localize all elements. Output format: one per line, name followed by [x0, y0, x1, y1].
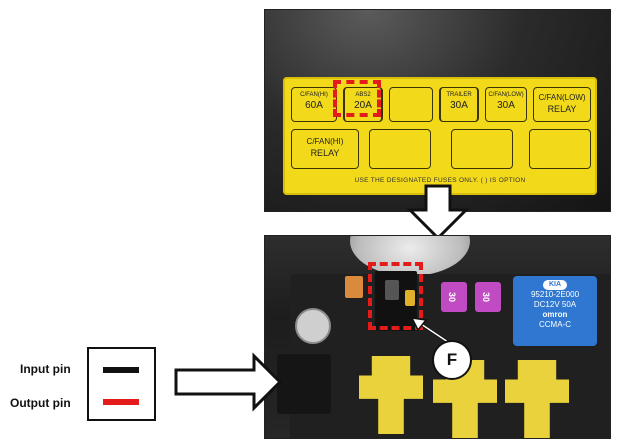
cell-big-text: RELAY: [310, 148, 340, 158]
cell-cfan-hi-relay: C/FAN(HI) RELAY: [291, 129, 359, 169]
relay-brand-logo: KIA: [542, 280, 568, 290]
cell-big-text: 60A: [305, 100, 323, 111]
cell-cfan-low-relay: C/FAN(LOW) RELAY: [533, 87, 591, 122]
callout-letter: F: [432, 340, 472, 380]
cell-empty: [369, 129, 431, 169]
down-arrow-icon: [406, 184, 470, 240]
cell-empty: [389, 87, 433, 122]
cell-abs2: ABS2 20A: [343, 87, 383, 122]
cell-small-text: ABS2: [355, 92, 371, 98]
input-pin-swatch: [103, 367, 139, 373]
cell-big-text: RELAY: [547, 104, 577, 114]
plate-note: USE THE DESIGNATED FUSES ONLY. ( ) IS OP…: [354, 177, 526, 184]
right-arrow-icon: [174, 352, 283, 412]
cell-small-text: C/FAN(LOW): [488, 92, 524, 98]
relay-rating: DC12V 50A: [533, 300, 577, 309]
cell-small-text: C/FAN(LOW): [538, 93, 586, 102]
fuse-pin-black: [385, 280, 399, 300]
small-fuse: [345, 276, 363, 298]
relay-maker: omron: [542, 310, 568, 319]
fuse-box-photo: 30 30 KIA 95210-2E000 DC12V 50A omron CC…: [264, 235, 611, 439]
abs2-highlight-box: [333, 80, 381, 117]
fuse-slot-highlight-box: [368, 262, 423, 330]
output-pin-swatch: [103, 399, 139, 405]
cell-big-text: 30A: [450, 100, 468, 111]
cell-small-text: C/FAN(HI): [306, 137, 344, 146]
fuse-30a-a: 30: [441, 282, 467, 312]
cell-empty: [529, 129, 591, 169]
output-pin-label: Output pin: [10, 396, 71, 410]
cell-big-text: 30A: [497, 100, 515, 111]
battery-terminal: [295, 308, 331, 344]
relay-part-number: 95210-2E000: [530, 290, 580, 299]
fuse-label-plate: C/FAN(HI) 60A ABS2 20A TRAILER 30A C/FAN…: [283, 77, 597, 195]
relay: KIA 95210-2E000 DC12V 50A omron CCMA-C: [513, 276, 597, 346]
fuse-30a-b: 30: [475, 282, 501, 312]
cell-cfan-low: C/FAN(LOW) 30A: [485, 87, 527, 122]
input-pin-label: Input pin: [20, 362, 71, 376]
cell-small-text: C/FAN(HI): [300, 92, 328, 98]
connector-block: [277, 354, 331, 414]
cell-small-text: TRAILER: [446, 92, 472, 98]
cell-empty: [451, 129, 513, 169]
cell-big-text: 20A: [354, 100, 372, 111]
cell-cfan-hi: C/FAN(HI) 60A: [291, 87, 337, 122]
relay-model: CCMA-C: [539, 320, 571, 329]
fuse-box-lid-photo: C/FAN(HI) 60A ABS2 20A TRAILER 30A C/FAN…: [264, 9, 611, 212]
cell-trailer: TRAILER 30A: [439, 87, 479, 122]
fuse-pin-yellow: [405, 290, 415, 306]
pin-legend-box: [87, 347, 156, 421]
